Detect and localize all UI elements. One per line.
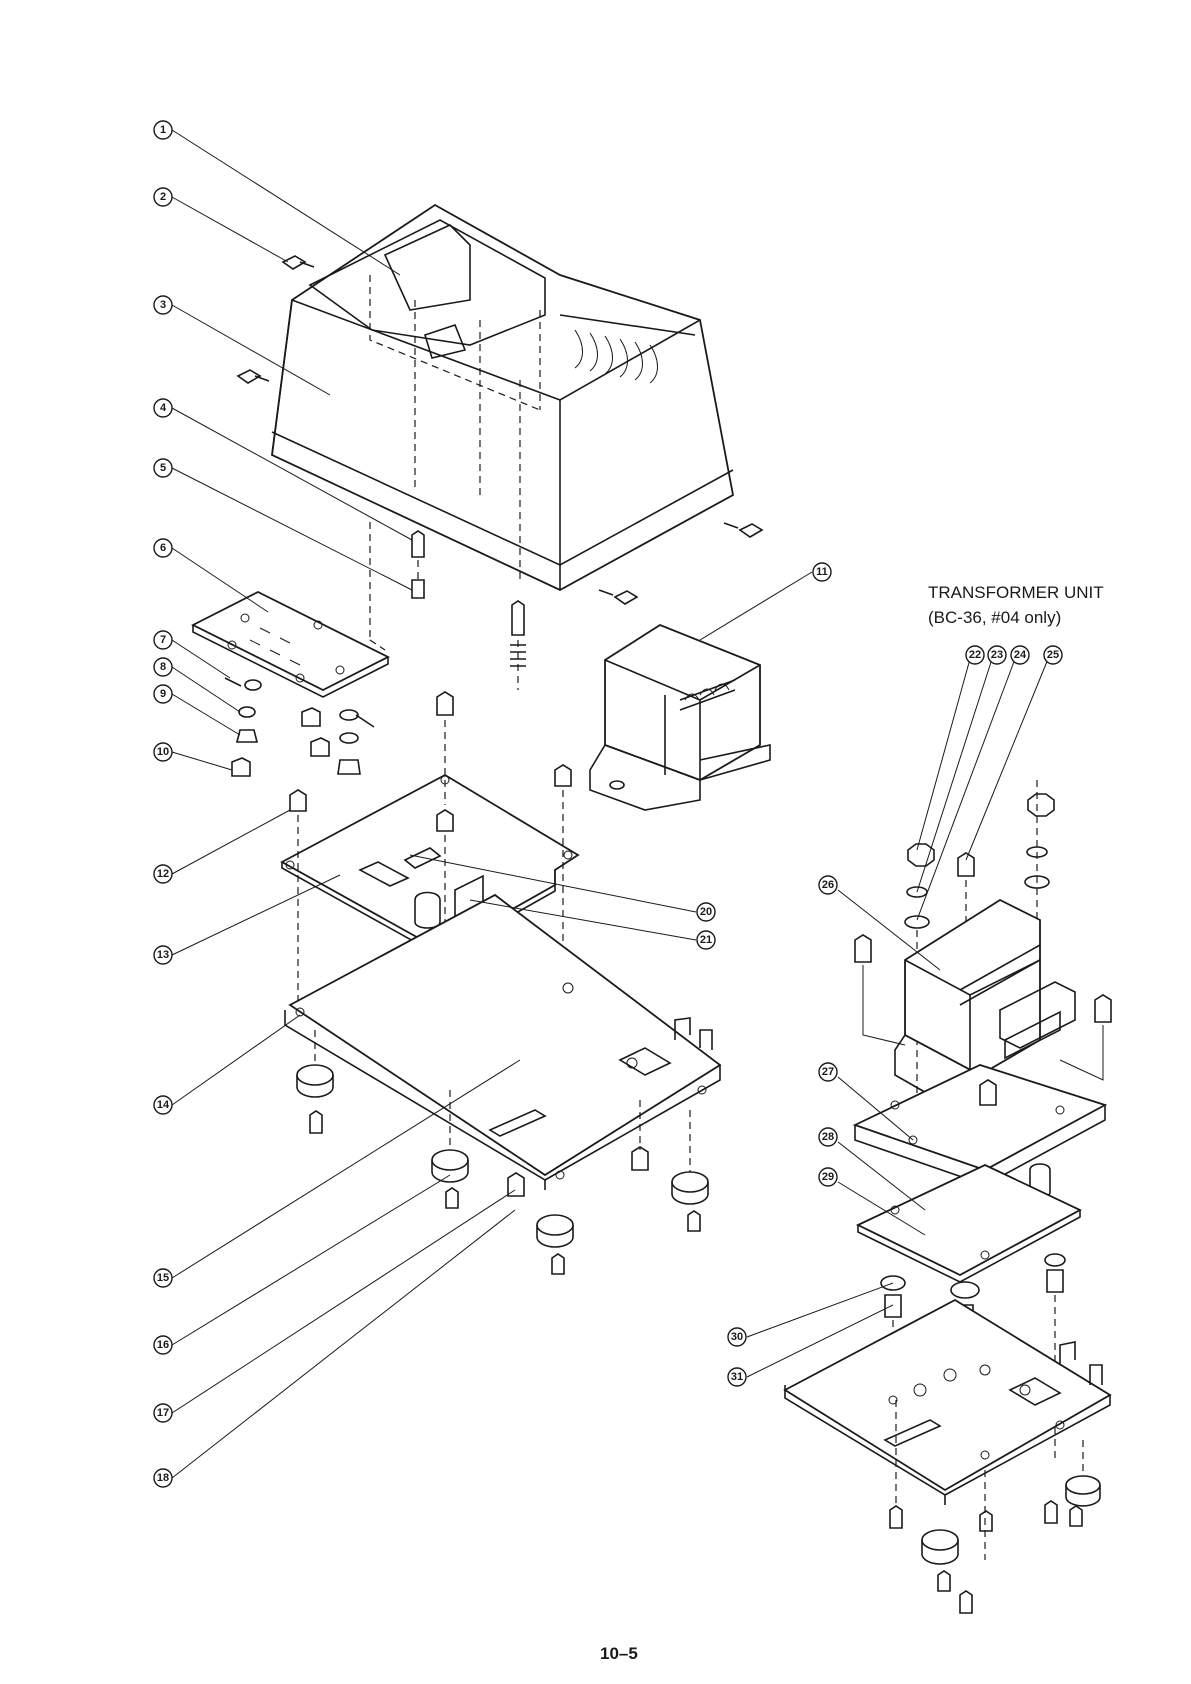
svg-text:6: 6 [160,542,166,554]
callout-21: 21 [697,931,715,949]
svg-text:25: 25 [1047,649,1059,661]
page-number: 10–5 [600,1644,638,1664]
svg-text:14: 14 [157,1099,170,1111]
callout-2: 2 [154,188,172,206]
svg-text:1: 1 [160,124,166,136]
top-case [272,205,733,590]
svg-text:29: 29 [822,1171,834,1183]
transformer [590,625,770,810]
callout-27: 27 [819,1063,837,1081]
callout-16: 16 [154,1336,172,1354]
svg-text:11: 11 [816,566,828,578]
svg-text:21: 21 [700,934,712,946]
callout-9: 9 [154,685,172,703]
transformer-unit-subtitle: (BC-36, #04 only) [928,608,1061,628]
transformer-unit-assembly [785,780,1111,1613]
contact-board [193,592,388,697]
svg-text:5: 5 [160,462,166,474]
svg-text:10: 10 [157,746,169,758]
callout-14: 14 [154,1096,172,1114]
callout-12: 12 [154,865,172,883]
svg-text:8: 8 [160,661,166,673]
callout-23: 23 [988,646,1006,664]
svg-text:31: 31 [731,1371,743,1383]
svg-text:16: 16 [157,1339,169,1351]
svg-text:20: 20 [700,906,712,918]
callout-17: 17 [154,1404,172,1422]
svg-text:24: 24 [1014,649,1027,661]
callout-24: 24 [1011,646,1029,664]
callout-29: 29 [819,1168,837,1186]
callout-25: 25 [1044,646,1062,664]
callout-31: 31 [728,1368,746,1386]
callout-1: 1 [154,121,172,139]
callout-3: 3 [154,296,172,314]
callout-30: 30 [728,1328,746,1346]
svg-text:12: 12 [157,868,169,880]
svg-text:15: 15 [157,1272,169,1284]
svg-text:13: 13 [157,949,169,961]
callout-13: 13 [154,946,172,964]
svg-text:23: 23 [991,649,1003,661]
callout-15: 15 [154,1269,172,1287]
svg-text:30: 30 [731,1331,743,1343]
svg-text:2: 2 [160,191,166,203]
svg-text:3: 3 [160,299,166,311]
svg-text:17: 17 [157,1407,169,1419]
callout-22: 22 [966,646,984,664]
callout-8: 8 [154,658,172,676]
callout-26: 26 [819,876,837,894]
svg-text:27: 27 [822,1066,834,1078]
transformer-unit-title: TRANSFORMER UNIT [928,583,1104,603]
callout-5: 5 [154,459,172,477]
callout-10: 10 [154,743,172,761]
svg-text:28: 28 [822,1131,834,1143]
callout-28: 28 [819,1128,837,1146]
callout-4: 4 [154,399,172,417]
callout-7: 7 [154,631,172,649]
bottom-chassis [285,895,720,1190]
svg-text:26: 26 [822,879,834,891]
callout-11: 11 [813,563,831,581]
callout-18: 18 [154,1469,172,1487]
svg-text:9: 9 [160,688,166,700]
svg-text:18: 18 [157,1472,169,1484]
callout-20: 20 [697,903,715,921]
svg-text:22: 22 [969,649,981,661]
svg-text:7: 7 [160,634,166,646]
svg-text:4: 4 [160,402,167,414]
callout-6: 6 [154,539,172,557]
